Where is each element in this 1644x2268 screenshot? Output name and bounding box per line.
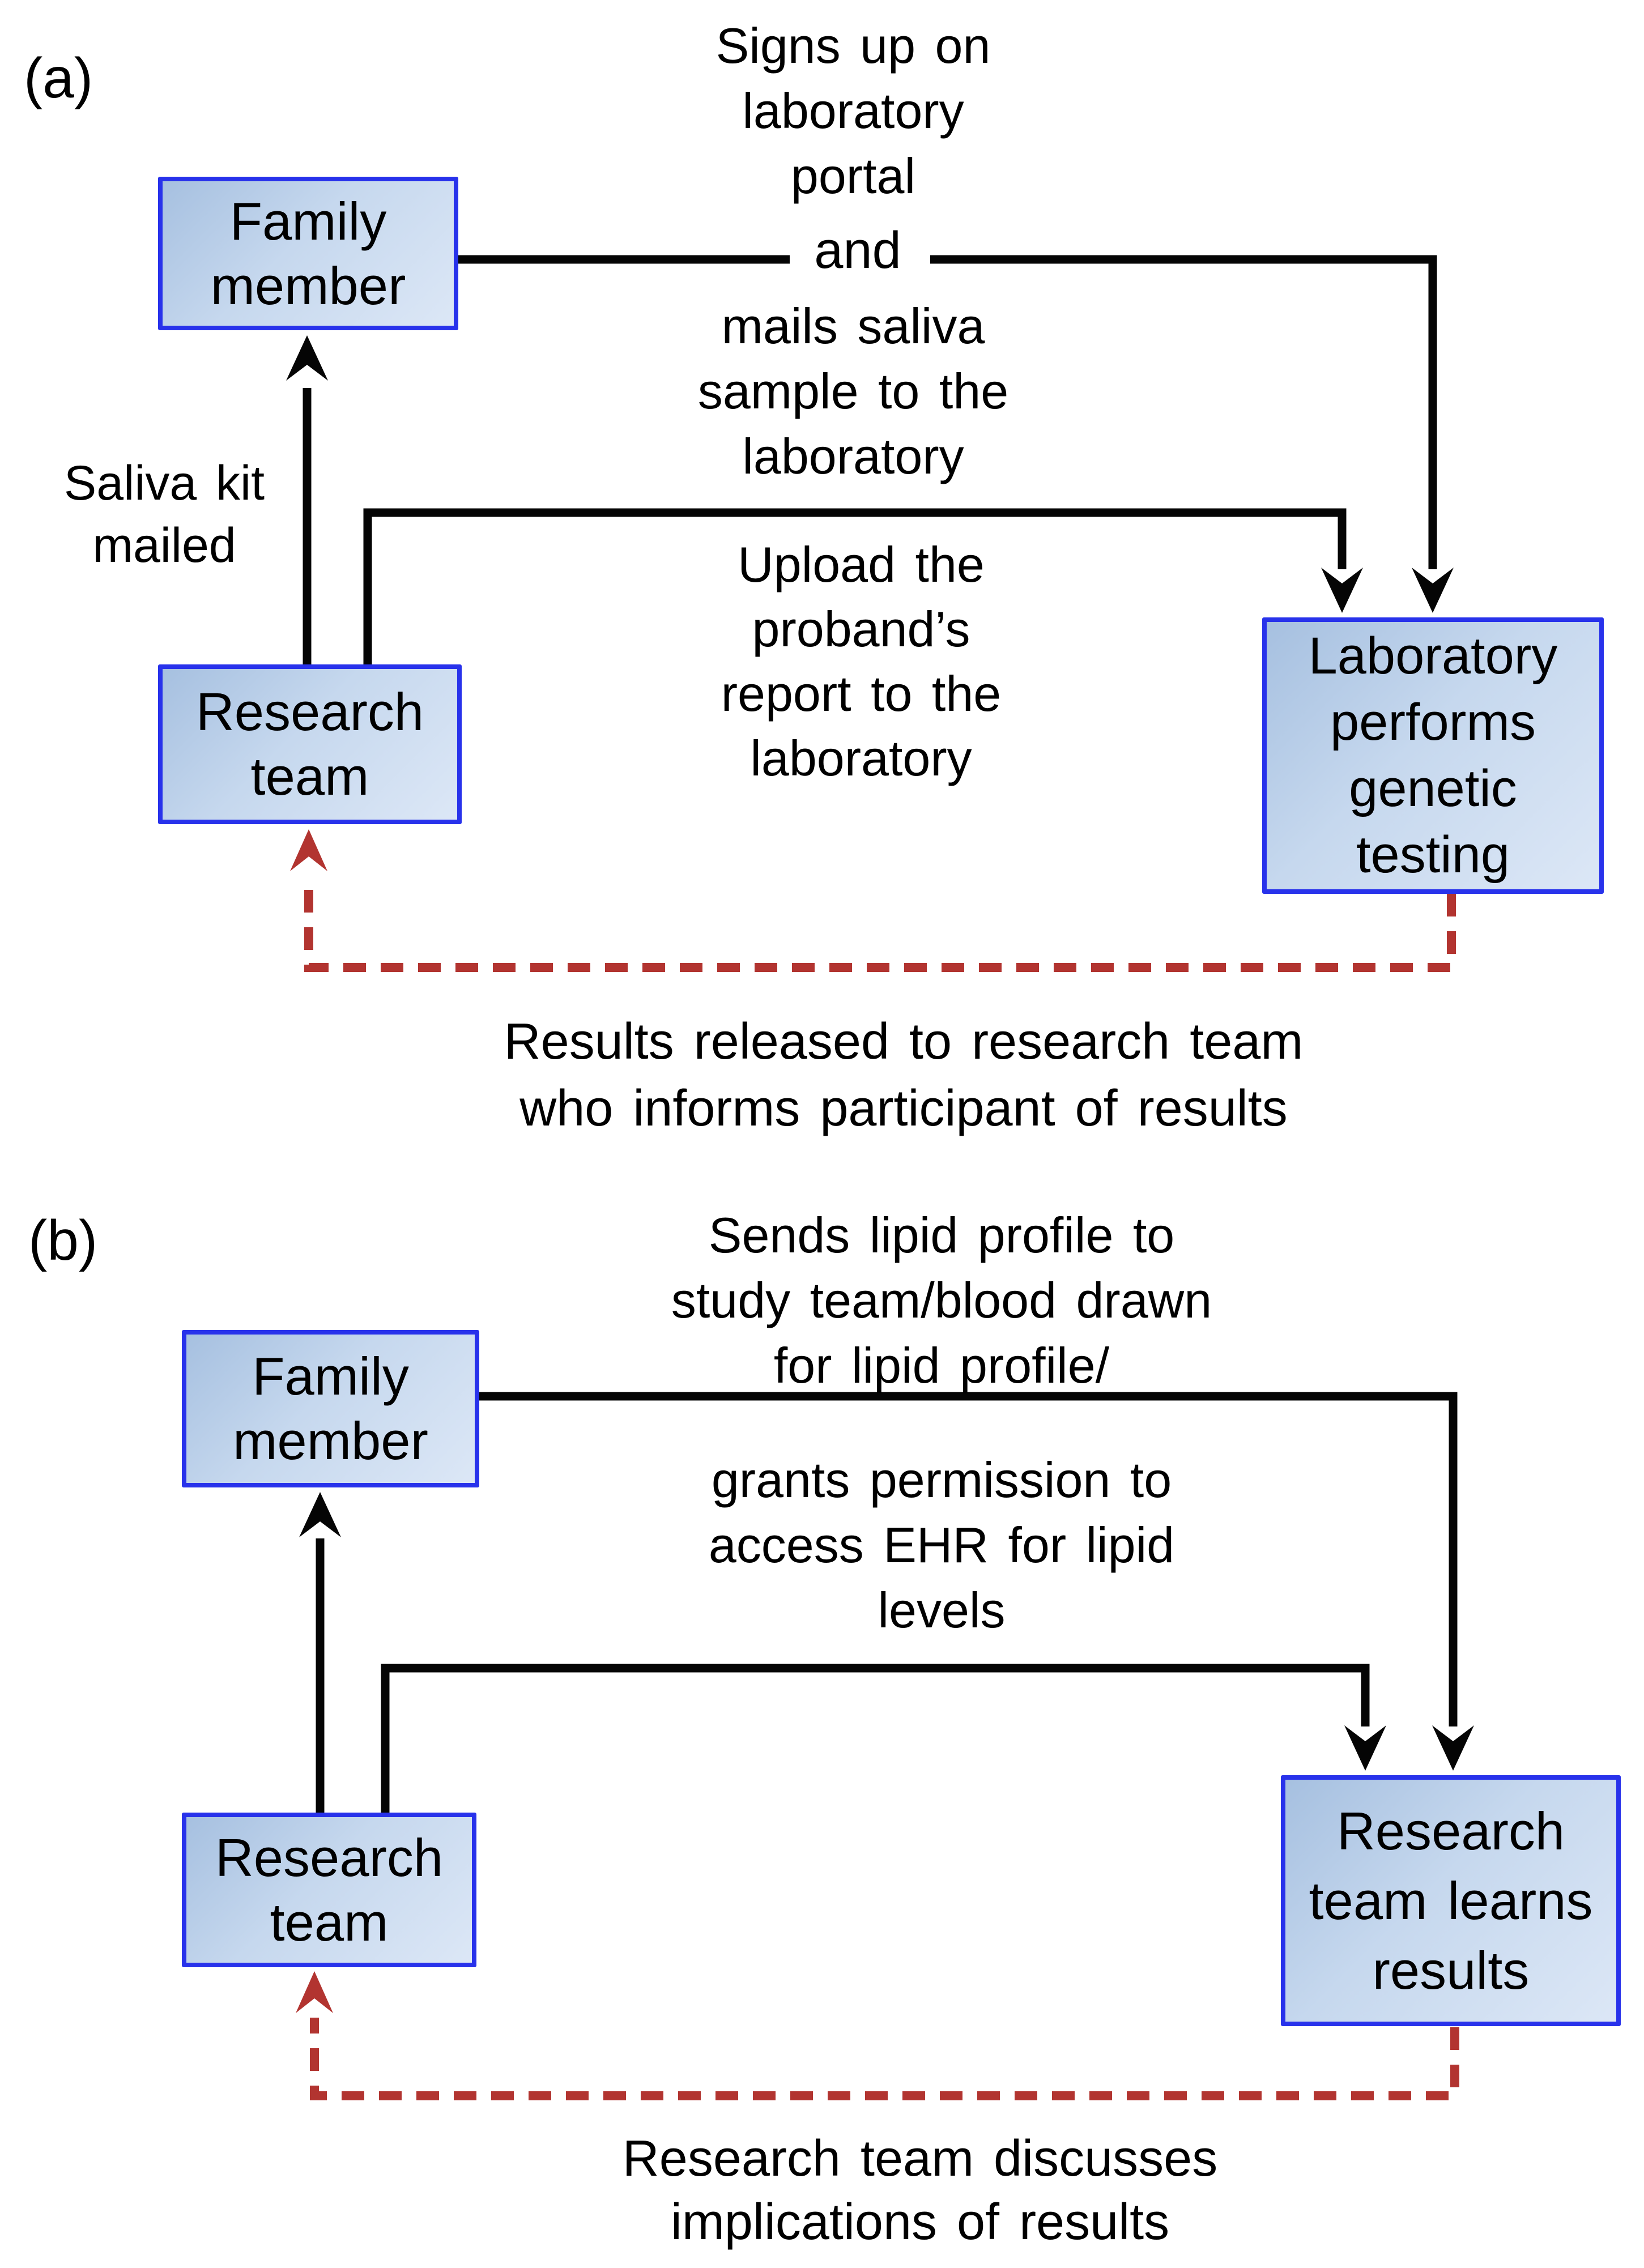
annotation-b-grants-permission: grants permission to access EHR for lipi… xyxy=(708,1452,1175,1638)
annotation-a-upload-report: Upload the proband’s report to the labor… xyxy=(721,536,1002,786)
node-family-member-a: Family member xyxy=(158,177,458,330)
node-laboratory-a: Laboratory performs genetic testing xyxy=(1262,617,1604,894)
annotation-b-sends-lipid: Sends lipid profile to study team/blood … xyxy=(671,1207,1212,1393)
arrowhead-a-family-to-lab xyxy=(1412,568,1454,613)
node-research-team-a: Research team xyxy=(158,664,462,824)
annotation-a-saliva-kit: Saliva kit mailed xyxy=(63,456,265,573)
arrowhead-b-research-to-learns xyxy=(1344,1725,1386,1771)
node-family-member-b: Family member xyxy=(182,1330,479,1487)
annotation-a-mails-saliva: mails saliva sample to the laboratory xyxy=(697,298,1009,484)
annotation-a-signs-up: Signs up on laboratory portal xyxy=(715,18,991,204)
flow-a-lab-to-research-dashed-line xyxy=(304,877,1456,972)
flow-a-research-to-lab-line xyxy=(363,508,1347,666)
annotation-a-and: and xyxy=(814,221,901,279)
arrowhead-a-research-to-family xyxy=(286,335,328,381)
arrowhead-b-family-to-learns xyxy=(1432,1725,1474,1771)
node-research-team-b: Research team xyxy=(182,1813,476,1967)
node-research-team-learns-b: Research team learns results xyxy=(1281,1775,1621,2026)
arrowhead-b-learns-to-research xyxy=(296,1971,333,2013)
arrowhead-b-research-to-family xyxy=(299,1492,341,1537)
flow-b-family-to-learns-line xyxy=(479,1392,1458,1726)
flow-b-learns-to-research-dashed-line xyxy=(310,2018,1459,2100)
panel-b-label: (b) xyxy=(28,1209,98,1272)
arrowhead-a-research-to-lab xyxy=(1321,568,1363,613)
annotation-a-results-released: Results released to research team who in… xyxy=(504,1013,1304,1137)
flow-b-research-to-learns-line xyxy=(381,1664,1370,1813)
annotation-b-discusses-implications: Research team discusses implications of … xyxy=(622,2130,1218,2250)
panel-a-label: (a) xyxy=(24,46,93,110)
flow-a-family-to-lab-line-right-segment xyxy=(930,255,1437,569)
arrowhead-a-lab-to-research xyxy=(290,829,327,871)
